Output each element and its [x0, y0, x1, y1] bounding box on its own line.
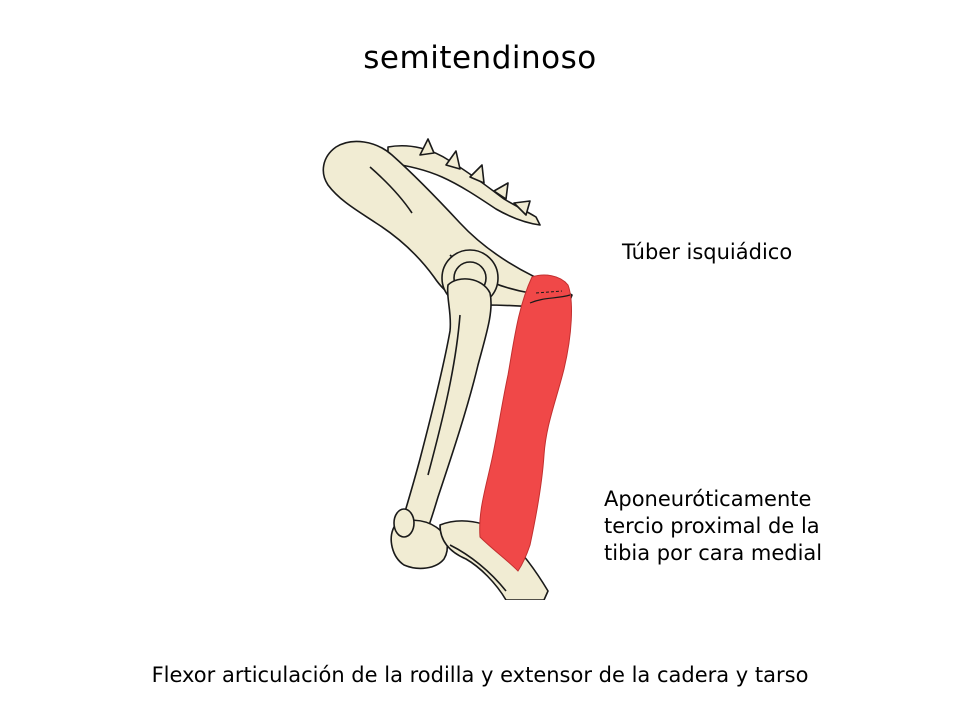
vertebrae — [387, 138, 541, 226]
origin-label: Túber isquiádico — [622, 240, 793, 264]
origin-tendon-marks — [529, 290, 571, 304]
insertion-line-3: tibia por cara medial — [604, 541, 823, 565]
insertion-label: Aponeuróticamente tercio proximal de la … — [604, 486, 904, 567]
femur — [397, 278, 492, 540]
insertion-line-2: tercio proximal de la — [604, 514, 820, 538]
pelvic-limb-illustration — [300, 125, 600, 600]
insertion-line-1: Aponeuróticamente — [604, 487, 812, 511]
semitendinosus-muscle — [479, 274, 572, 572]
slide-title: semitendinoso — [363, 40, 597, 76]
knee-joint — [390, 508, 449, 570]
function-caption: Flexor articulación de la rodilla y exte… — [151, 663, 809, 687]
pelvic-limb-svg — [322, 138, 573, 600]
